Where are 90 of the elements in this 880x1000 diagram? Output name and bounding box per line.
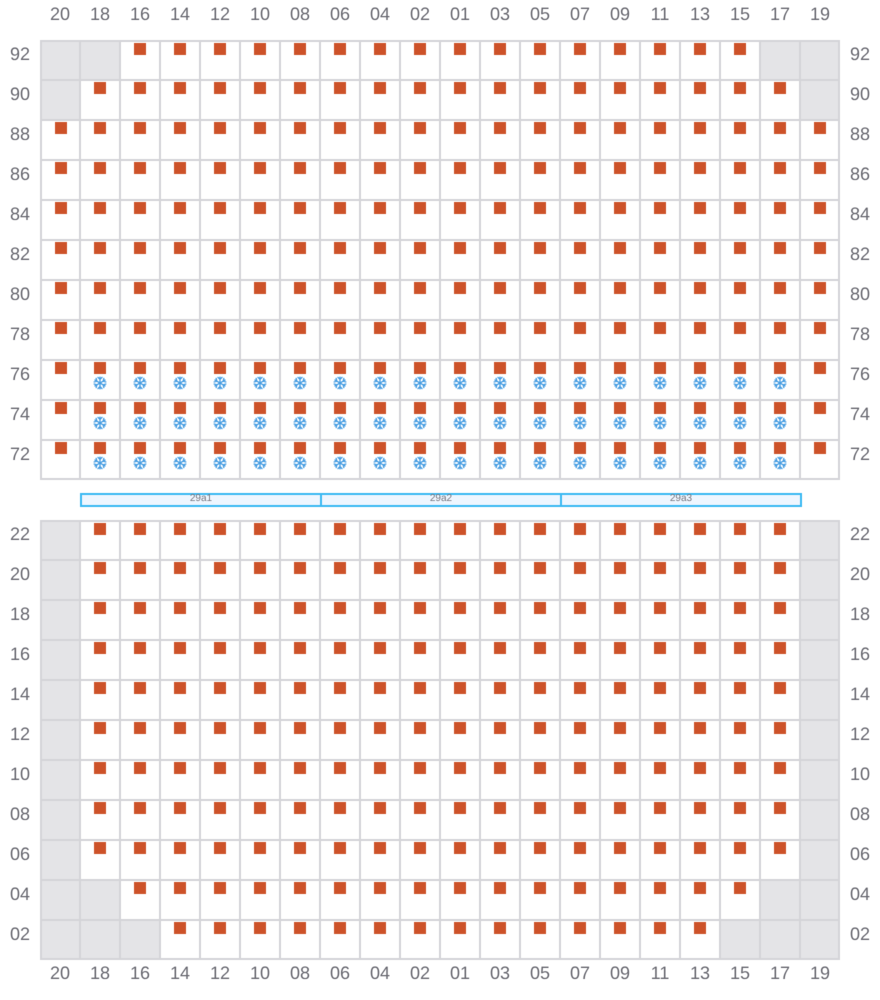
row-number: 82 [850,245,870,263]
row-number: 90 [10,85,30,103]
column-number: 06 [330,5,350,23]
column-number: 10 [250,964,270,982]
row-number: 20 [850,565,870,583]
column-number: 10 [250,5,270,23]
row-number: 80 [850,285,870,303]
row-number: 84 [850,205,870,223]
column-number: 07 [570,964,590,982]
row-number: 12 [850,725,870,743]
column-number: 11 [650,964,670,982]
row-number: 18 [850,605,870,623]
row-number: 10 [850,765,870,783]
column-number: 03 [490,964,510,982]
column-number: 19 [810,964,830,982]
row-number: 86 [10,165,30,183]
row-number: 72 [850,445,870,463]
section-label: 29a2 [430,494,452,504]
column-number: 16 [130,964,150,982]
row-number: 80 [10,285,30,303]
section-bar [320,493,562,507]
row-number: 02 [850,925,870,943]
row-number: 82 [10,245,30,263]
column-number: 20 [50,964,70,982]
column-number: 08 [290,964,310,982]
row-number: 08 [10,805,30,823]
row-number: 88 [10,125,30,143]
column-number: 03 [490,5,510,23]
row-number: 88 [850,125,870,143]
row-number: 06 [850,845,870,863]
column-number: 02 [410,5,430,23]
row-number: 22 [10,525,30,543]
row-number: 76 [10,365,30,383]
row-number: 14 [10,685,30,703]
column-number: 18 [90,964,110,982]
column-number: 04 [370,964,390,982]
row-number: 86 [850,165,870,183]
column-number: 16 [130,5,150,23]
column-number: 13 [690,964,710,982]
column-number: 19 [810,5,830,23]
row-number: 20 [10,565,30,583]
column-number: 01 [450,964,470,982]
column-number: 05 [530,5,550,23]
row-number: 78 [10,325,30,343]
row-number: 72 [10,445,30,463]
column-number: 07 [570,5,590,23]
column-number: 18 [90,5,110,23]
row-number: 04 [10,885,30,903]
column-number: 15 [730,964,750,982]
row-number: 76 [850,365,870,383]
row-number: 16 [850,645,870,663]
section-bar [560,493,802,507]
row-number: 12 [10,725,30,743]
row-number: 92 [10,45,30,63]
row-number: 74 [10,405,30,423]
row-number: 06 [10,845,30,863]
column-number: 06 [330,964,350,982]
row-number: 22 [850,525,870,543]
column-number: 04 [370,5,390,23]
column-number: 15 [730,5,750,23]
row-number: 84 [10,205,30,223]
row-number: 18 [10,605,30,623]
row-number: 14 [850,685,870,703]
section-label: 29a1 [190,494,212,504]
row-number: 92 [850,45,870,63]
column-number: 12 [210,5,230,23]
column-number: 01 [450,5,470,23]
column-number: 05 [530,964,550,982]
column-number: 14 [170,5,190,23]
section-label: 29a3 [670,494,692,504]
row-number: 10 [10,765,30,783]
column-number: 20 [50,5,70,23]
row-number: 16 [10,645,30,663]
row-number: 04 [850,885,870,903]
section-bar [80,493,322,507]
column-number: 11 [650,5,670,23]
column-number: 12 [210,964,230,982]
column-number: 14 [170,964,190,982]
row-number: 90 [850,85,870,103]
column-number: 08 [290,5,310,23]
column-number: 13 [690,5,710,23]
row-number: 78 [850,325,870,343]
column-number: 17 [770,5,790,23]
row-number: 08 [850,805,870,823]
row-number: 74 [850,405,870,423]
row-number: 02 [10,925,30,943]
column-number: 09 [610,964,630,982]
column-number: 17 [770,964,790,982]
column-number: 02 [410,964,430,982]
column-number: 09 [610,5,630,23]
